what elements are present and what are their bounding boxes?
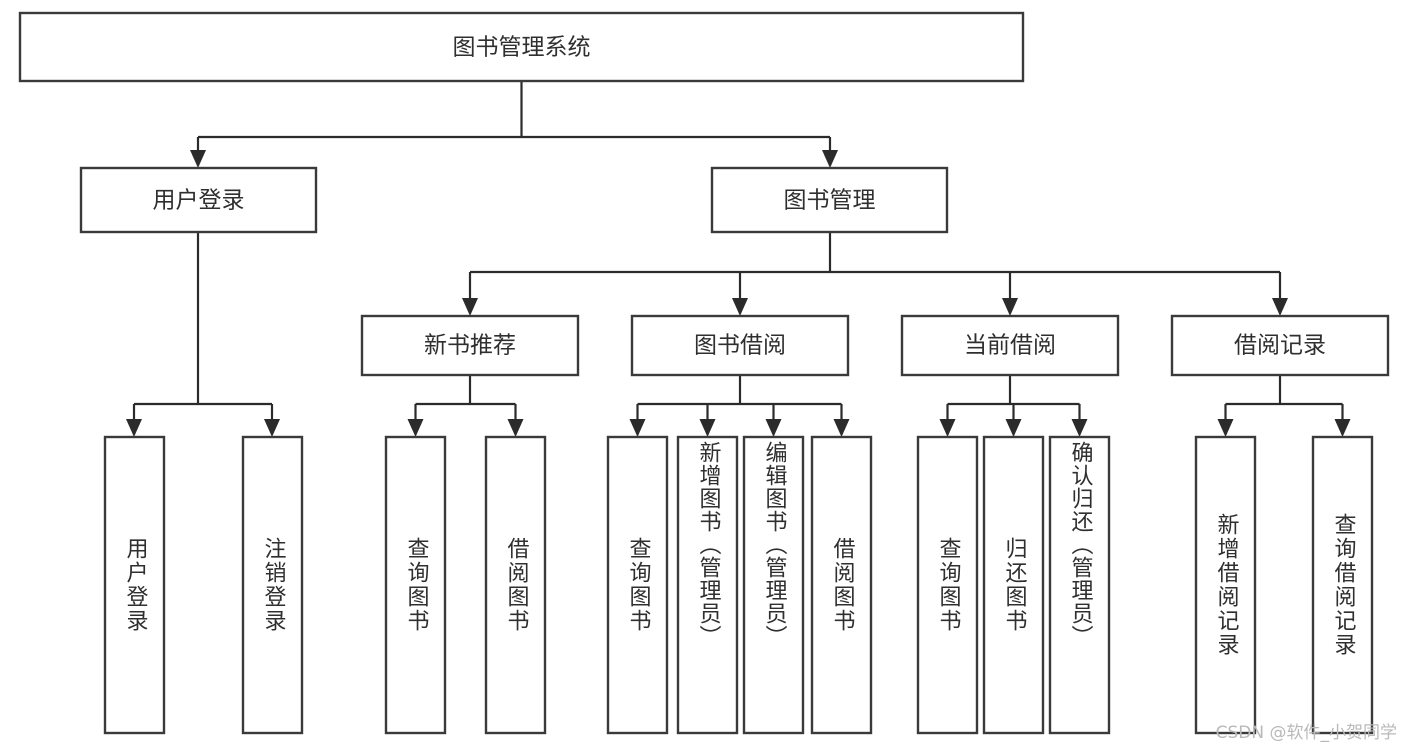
node-user-login-label: 用户登录 (153, 188, 245, 214)
leaf-borrow-book-1-box[interactable] (484, 435, 547, 735)
leaf-confirm-return-box[interactable] (1048, 435, 1111, 735)
arrowhead-icon (732, 298, 748, 316)
node-book-manage-label: 图书管理 (784, 188, 876, 214)
node-root-box (18, 11, 1025, 83)
leaf-borrow-book-2-box[interactable] (810, 435, 873, 735)
leaf-borrow-book-2-label: 借阅图书 (829, 537, 855, 633)
leaf-add-book-label: 新增图书（管理员） (695, 441, 721, 648)
arrowhead-icon (1002, 298, 1018, 316)
leaf-user-logout-label: 注销登录 (260, 537, 286, 633)
edge-user-login-to-leaves (126, 232, 280, 437)
leaf-add-record-label: 新增借阅记录 (1213, 513, 1239, 657)
leaf-user-logout-box[interactable] (241, 435, 304, 735)
node-current-borrow[interactable]: 当前借阅 (900, 314, 1120, 377)
leaf-edit-book-label: 编辑图书（管理员） (761, 441, 787, 648)
leaf-return-book-box[interactable] (982, 435, 1045, 735)
leaf-user-login-box[interactable] (103, 435, 166, 735)
leaf-query-book-1-box[interactable] (384, 435, 447, 735)
edge-root-to-level2 (190, 81, 838, 168)
edge-new-book-recommend-to-leaves (407, 375, 524, 437)
leaf-add-book-box[interactable] (676, 435, 739, 735)
node-new-book-recommend[interactable]: 新书推荐 (360, 314, 580, 377)
node-new-book-recommend-label: 新书推荐 (424, 333, 516, 359)
arrowhead-icon (699, 419, 716, 437)
arrowhead-icon (126, 419, 142, 437)
leaf-edit-book-box[interactable] (742, 435, 805, 735)
arrowhead-icon (629, 419, 646, 437)
node-book-manage-box (710, 166, 949, 234)
node-new-book-recommend-box (360, 314, 580, 377)
leaf-user-login-label: 用户登录 (122, 537, 148, 633)
node-book-borrow-box (630, 314, 850, 377)
leaf-query-book-2-box[interactable] (606, 435, 669, 735)
arrowhead-icon (1217, 419, 1234, 437)
arrowhead-icon (1005, 419, 1022, 437)
arrowhead-icon (264, 419, 280, 437)
node-user-login[interactable]: 用户登录 (79, 166, 318, 234)
leaf-add-record-box[interactable] (1194, 435, 1257, 735)
node-current-borrow-label: 当前借阅 (964, 333, 1056, 359)
leaf-boxes-layer (103, 435, 1374, 735)
leaf-borrow-book-1-label: 借阅图书 (503, 537, 529, 633)
node-root-label: 图书管理系统 (453, 35, 591, 61)
leaf-return-book-label: 归还图书 (1001, 537, 1027, 633)
edge-borrow-record-to-leaves (1217, 375, 1351, 437)
node-root-system[interactable]: 图书管理系统 (18, 11, 1025, 83)
arrowhead-icon (507, 419, 524, 437)
leaf-query-book-2-label: 查询图书 (625, 537, 651, 633)
edge-book-manage-to-level3 (462, 232, 1288, 316)
arrowhead-icon (462, 298, 478, 316)
node-book-manage[interactable]: 图书管理 (710, 166, 949, 234)
leaf-query-book-3-box[interactable] (916, 435, 979, 735)
csdn-watermark: CSDN @软件_小贺同学 (1215, 723, 1397, 743)
edges-layer (126, 81, 1351, 437)
arrowhead-icon (190, 150, 206, 168)
node-user-login-box (79, 166, 318, 234)
leaf-confirm-return-label: 确认归还（管理员） (1067, 441, 1093, 648)
arrowhead-icon (1071, 419, 1088, 437)
arrowhead-icon (407, 419, 424, 437)
node-borrow-record-box (1170, 314, 1390, 377)
leaf-query-book-3-label: 查询图书 (935, 537, 961, 633)
arrowhead-icon (1272, 298, 1288, 316)
arrowhead-icon (939, 419, 956, 437)
node-borrow-record[interactable]: 借阅记录 (1170, 314, 1390, 377)
edge-book-borrow-to-leaves (629, 375, 850, 437)
arrowhead-icon (822, 150, 838, 168)
node-book-borrow[interactable]: 图书借阅 (630, 314, 850, 377)
node-book-borrow-label: 图书借阅 (694, 333, 786, 359)
node-borrow-record-label: 借阅记录 (1234, 333, 1326, 359)
leaf-query-record-box[interactable] (1311, 435, 1374, 735)
edge-current-borrow-to-leaves (939, 375, 1088, 437)
arrowhead-icon (833, 419, 850, 437)
leaf-query-record-label: 查询借阅记录 (1330, 513, 1356, 657)
arrowhead-icon (765, 419, 782, 437)
leaf-labels-layer: 用户登录 注销登录 查询图书 借阅图书 查询图书 (122, 441, 1356, 657)
arrowhead-icon (1334, 419, 1351, 437)
node-current-borrow-box (900, 314, 1120, 377)
leaf-query-book-1-label: 查询图书 (403, 537, 429, 633)
